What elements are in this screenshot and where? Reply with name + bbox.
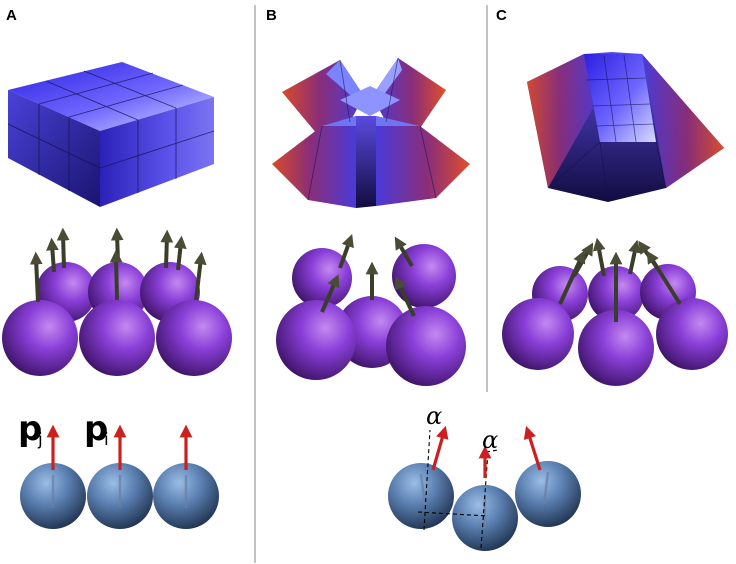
vector-label-pi: p <box>84 409 108 449</box>
angle-label-alpha-2: α <box>482 426 498 454</box>
panel-label-b: B <box>266 7 277 24</box>
polarity-row-a <box>20 424 219 529</box>
vector-label-pj: p <box>18 409 42 449</box>
panel-label-a: A <box>6 7 17 24</box>
sphere-cluster-a <box>2 227 232 376</box>
sphere-cluster-b <box>276 233 466 386</box>
panel-label-c: C <box>496 7 507 24</box>
curved-tissue-block <box>527 52 724 203</box>
vector-label-pj-subscript: j <box>37 430 43 450</box>
flat-tissue-block <box>7 62 215 207</box>
polarity-row-b <box>388 425 581 551</box>
folded-tissue-block <box>272 57 470 208</box>
vector-label-pi-subscript: i <box>104 430 109 450</box>
angle-label-alpha-1: α <box>426 402 442 430</box>
sphere-cluster-c <box>502 237 728 386</box>
